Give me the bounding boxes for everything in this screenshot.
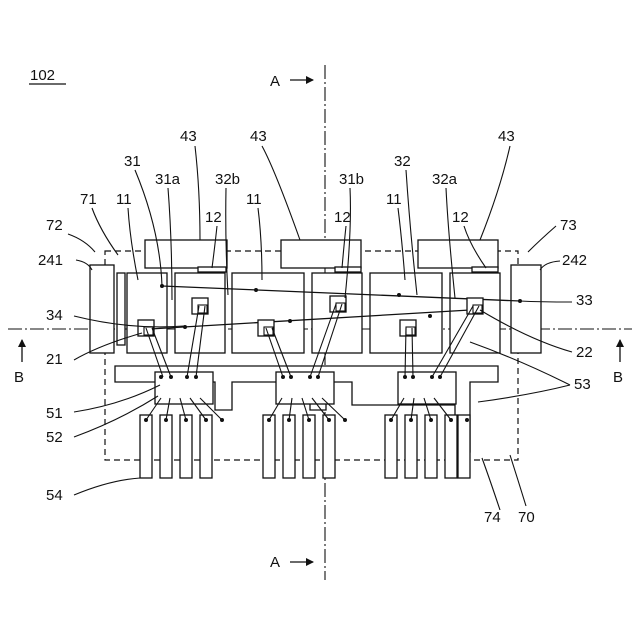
label-31a: 31a	[155, 171, 181, 188]
section-a-bottom-arrowhead	[306, 558, 314, 566]
label-32a: 32a	[432, 171, 458, 188]
label-43-right: 43	[498, 128, 515, 145]
terminal-pad-4	[330, 296, 346, 312]
label-33: 33	[576, 292, 593, 309]
pin-54-4	[200, 415, 212, 478]
label-12-a: 12	[205, 209, 222, 226]
label-73: 73	[560, 217, 577, 234]
label-43-mid: 43	[250, 128, 267, 145]
label-31b: 31b	[339, 171, 364, 188]
label-22: 22	[576, 344, 593, 361]
section-a-top-label: A	[270, 73, 280, 90]
section-b-left-label: B	[14, 369, 24, 386]
label-12-c: 12	[452, 209, 469, 226]
pin-54-10	[405, 415, 417, 478]
pin-54-13	[458, 415, 470, 478]
label-71: 71	[80, 191, 97, 208]
label-242: 242	[562, 252, 587, 269]
label-34: 34	[46, 307, 63, 324]
terminal-pad-1	[192, 298, 208, 314]
pin-54-8	[323, 415, 335, 478]
pin-54-3	[180, 415, 192, 478]
section-b-right-label: B	[613, 369, 623, 386]
pin-wire-1	[146, 398, 161, 420]
block-241-strip	[117, 273, 125, 345]
label-43-left: 43	[180, 128, 197, 145]
label-32: 32	[394, 153, 411, 170]
label-74: 74	[484, 509, 501, 526]
pin-54-7	[303, 415, 315, 478]
bar-12-3	[472, 267, 498, 272]
section-a-bottom-label: A	[270, 554, 280, 571]
label-53: 53	[574, 376, 591, 393]
label-52: 52	[46, 429, 63, 446]
pin-54-11	[425, 415, 437, 478]
label-21: 21	[46, 351, 63, 368]
pin-54-6	[283, 415, 295, 478]
label-72: 72	[46, 217, 63, 234]
label-70: 70	[518, 509, 535, 526]
label-11-b: 11	[246, 191, 262, 208]
pin-54-2	[160, 415, 172, 478]
chip-12-2	[312, 273, 362, 353]
label-241: 241	[38, 252, 63, 269]
figure-number: 102	[30, 67, 55, 84]
ic-51-1	[155, 372, 213, 404]
pin-54-5	[263, 415, 275, 478]
pin-54-12	[445, 415, 457, 478]
label-51: 51	[46, 405, 63, 422]
label-11-c: 11	[386, 191, 402, 208]
pin-54-9	[385, 415, 397, 478]
label-54: 54	[46, 487, 63, 504]
label-32b: 32b	[215, 171, 240, 188]
section-a-top-arrowhead	[306, 76, 314, 84]
label-11-a: 11	[116, 191, 132, 208]
section-b-right-arrowhead	[616, 339, 624, 347]
label-12-b: 12	[334, 209, 351, 226]
label-31: 31	[124, 153, 141, 170]
chip-11-2	[232, 273, 304, 353]
terminal-pad-5	[400, 320, 416, 336]
section-b-left-arrowhead	[18, 339, 26, 347]
block-241	[90, 265, 114, 353]
block-43-right	[418, 240, 498, 268]
pin-54-1	[140, 415, 152, 478]
